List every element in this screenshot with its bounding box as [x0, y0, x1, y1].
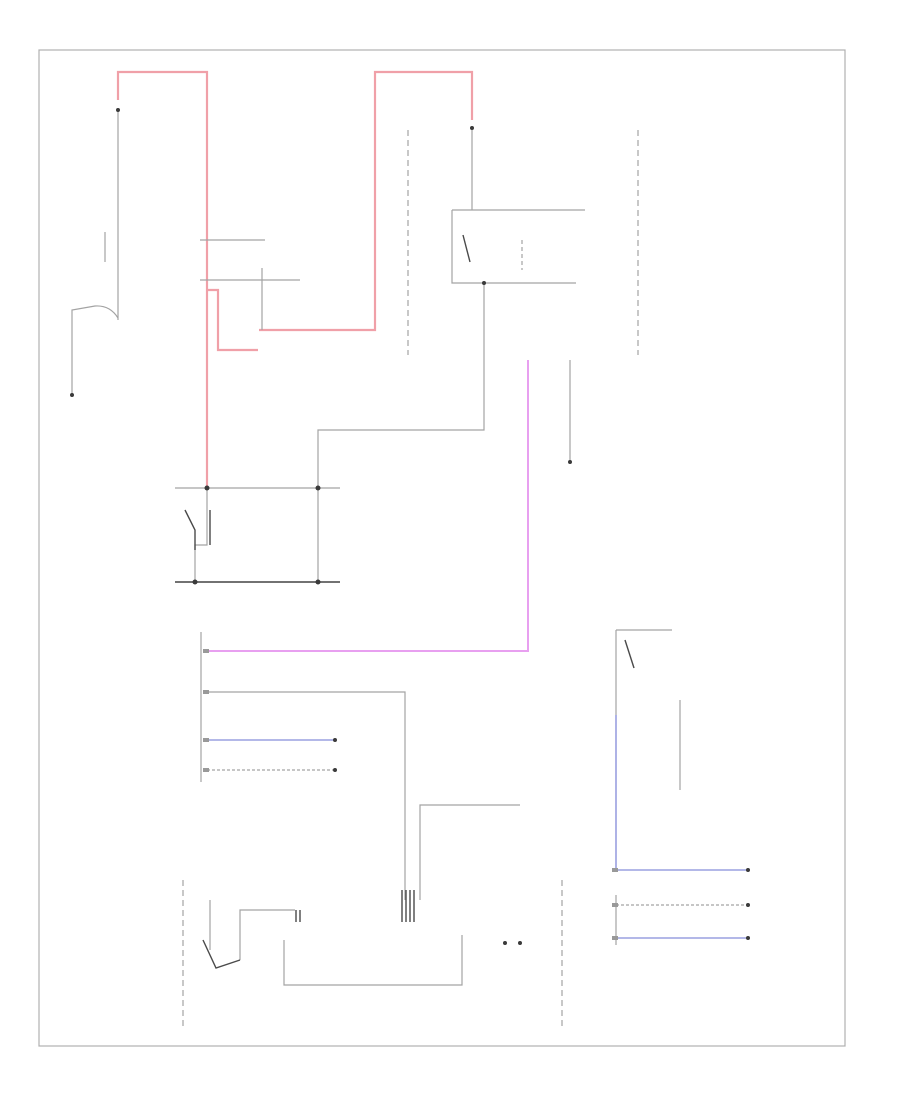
valve-body-outline: [283, 935, 463, 986]
dot-chassis-ground: [70, 393, 74, 397]
diagram-frame: [38, 49, 846, 1047]
tcm-branch-wire: [419, 804, 520, 900]
starter-switch-blade: [184, 509, 196, 550]
dot-relay-out: [482, 281, 486, 285]
dot-tps-1: [503, 941, 507, 945]
transmission-signal-wire: [207, 691, 406, 900]
range-switch-blade: [202, 939, 241, 969]
connection-dots: [70, 108, 750, 945]
pin-can-high-r: [612, 936, 618, 940]
chassis-ground-wire: [71, 305, 119, 395]
start-signal-wire: [207, 360, 529, 652]
battery-positive-wire: [116, 70, 209, 488]
selector-wire: [615, 715, 748, 871]
relay-box-outline-left: [451, 210, 576, 284]
dot-starter-s: [315, 485, 321, 491]
dot-ground-2: [315, 579, 321, 585]
dot-can-low-r: [746, 903, 750, 907]
dot-tps-2: [518, 941, 522, 945]
pin-can-high: [203, 738, 209, 742]
valve-body-connector: [401, 890, 415, 922]
dot-starter-b: [204, 485, 210, 491]
range-switch-wire: [239, 909, 295, 960]
dot-ground-1: [192, 579, 198, 585]
range-switch-connector: [295, 910, 301, 922]
fusible-link-branch-wire: [207, 288, 258, 352]
gray-wires: [71, 110, 748, 1030]
relay-to-starter-wire: [317, 283, 485, 488]
dot-battery-pos: [116, 108, 120, 112]
pin-selector-r: [612, 868, 618, 872]
dark-wires: [175, 234, 635, 969]
pin-can-low-r: [612, 903, 618, 907]
starter-motor-wire: [194, 488, 208, 582]
dot-pnp-ground: [568, 460, 572, 464]
starter-relay-feed-wire: [259, 70, 474, 332]
dot-selector-r: [746, 868, 750, 872]
dot-relay-feed: [470, 126, 474, 130]
dot-can-low-l: [333, 768, 337, 772]
dot-can-high-l: [333, 738, 337, 742]
dot-can-high-r: [746, 936, 750, 940]
pin-can-low: [203, 768, 209, 772]
pin-start-relay: [203, 649, 209, 653]
connector-pins: [203, 649, 618, 940]
pin-trans-sig: [203, 690, 209, 694]
selector-contact-blade: [624, 639, 635, 669]
relay-contact-blade: [462, 234, 471, 263]
